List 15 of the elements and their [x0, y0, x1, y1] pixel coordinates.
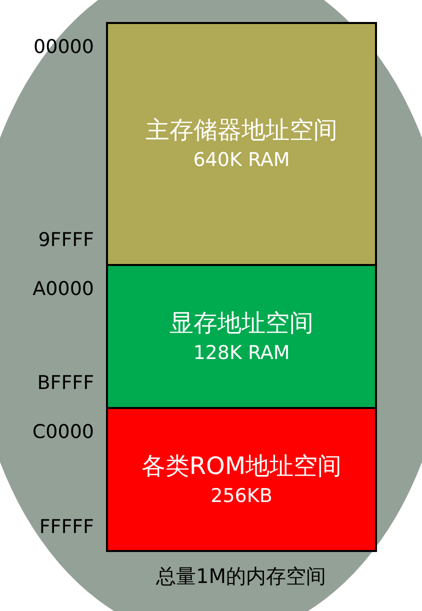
region-size: 128K RAM — [193, 340, 290, 366]
address-label: A0000 — [32, 277, 94, 301]
memory-region-block — [106, 407, 377, 552]
address-label: BFFFF — [36, 371, 94, 395]
region-size: 256KB — [210, 484, 272, 508]
memory-region-block — [106, 22, 377, 266]
address-label: C0000 — [31, 420, 94, 444]
region-name: 主存储器地址空间 — [146, 115, 338, 146]
address-label: FFFFF — [38, 515, 94, 539]
region-size: 640K RAM — [193, 148, 290, 173]
region-name: 各类ROM地址空间 — [141, 450, 342, 482]
region-name: 显存地址空间 — [170, 308, 314, 338]
address-label: 9FFFF — [37, 228, 94, 252]
caption: 总量1M的内存空间 — [155, 563, 327, 590]
memory-region-block — [106, 264, 377, 409]
